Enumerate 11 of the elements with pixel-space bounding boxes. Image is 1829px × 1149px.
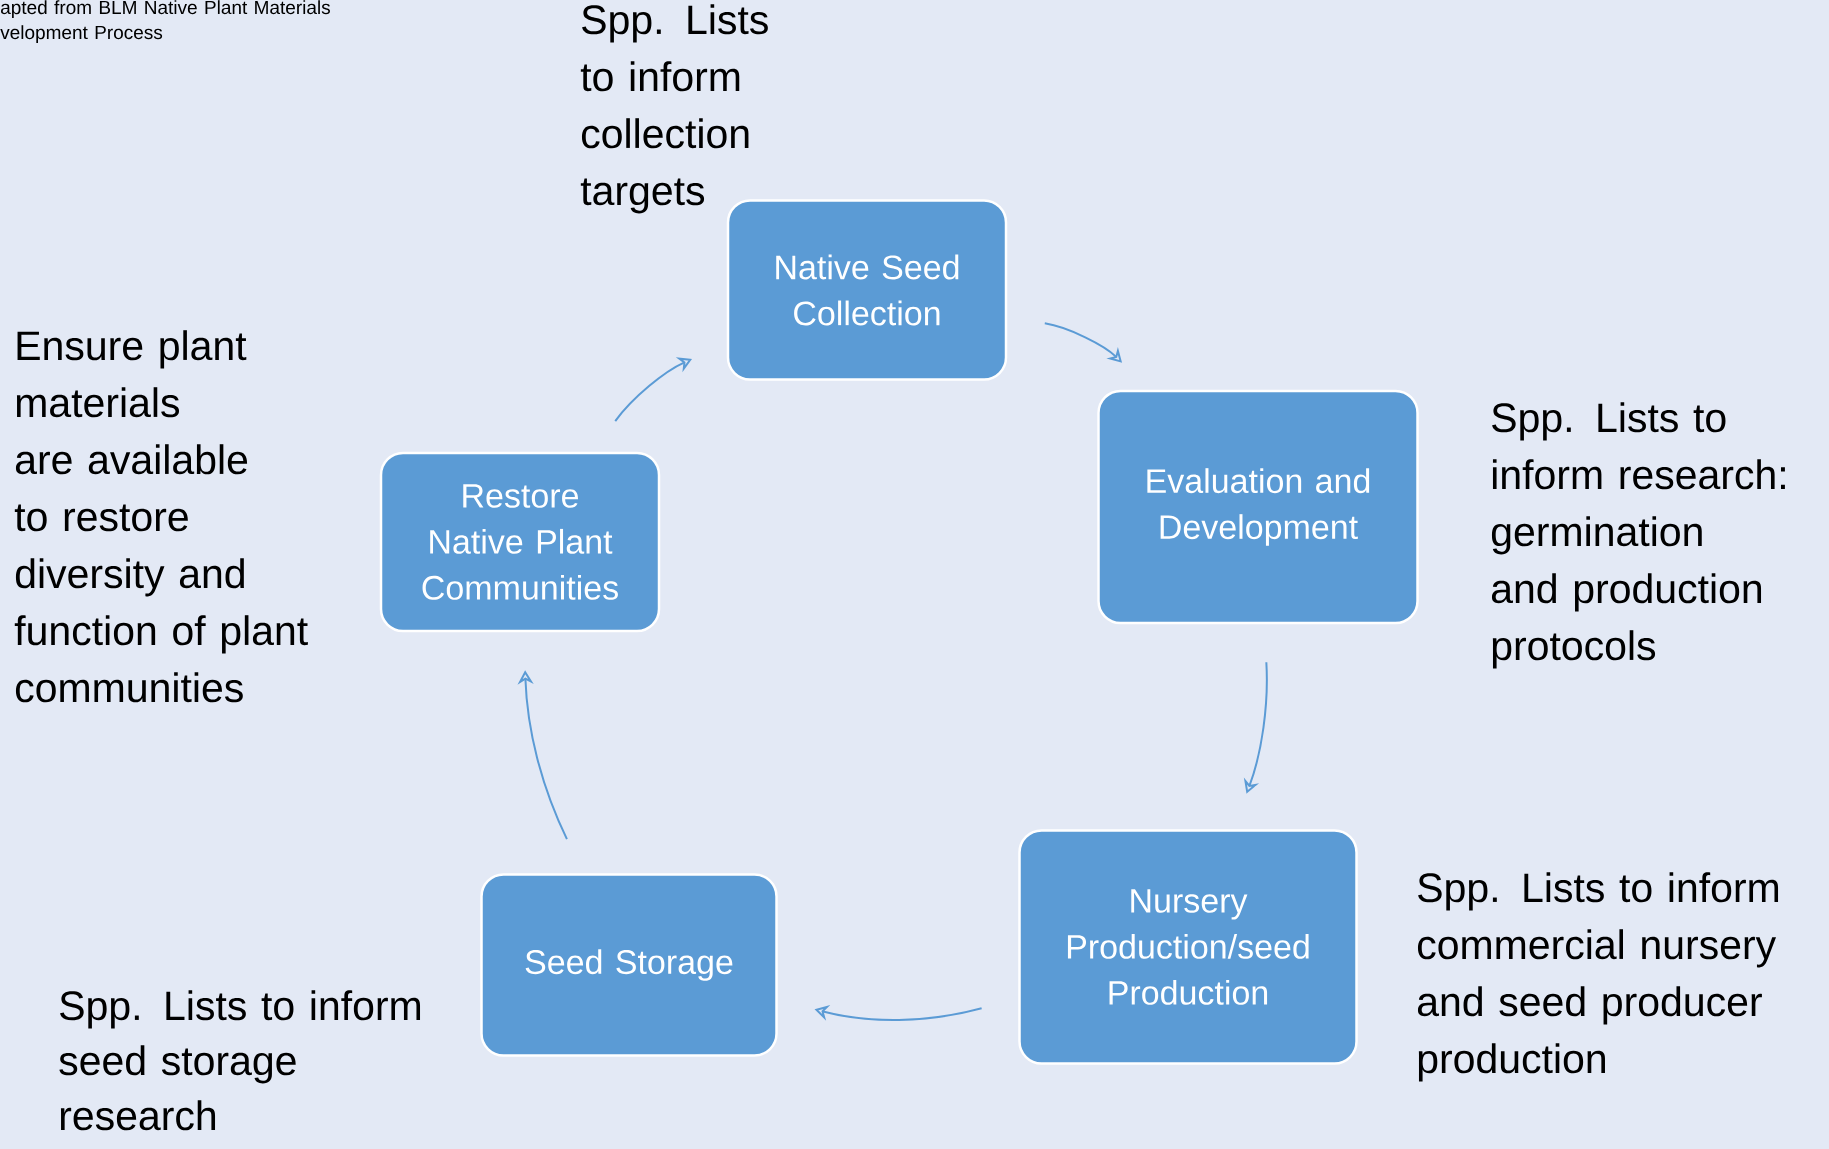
annotation-text: Spp. Lists to inform seed storage research (59, 990, 420, 1131)
source-note: apted from BLM Native Plant Materials velopment Process (0, 0, 330, 43)
annotation-text: Spp. Lists to inform research: germination and production protocols (1491, 402, 1785, 669)
process-box: Nursery Production/seed Production (1018, 829, 1358, 1065)
annotation-text: Spp. Lists to inform commercial nursery and seed producer production (1417, 872, 1779, 1082)
arrow (614, 357, 692, 423)
process-box: Seed Storage (480, 873, 778, 1057)
process-box: Native Seed Collection (726, 199, 1008, 381)
process-box: Evaluation and Development (1097, 389, 1419, 625)
process-box: Restore Native Plant Communities (379, 451, 661, 633)
annotation-text: Ensure plant materials are available to restore diversity and function of plant communities (14, 330, 308, 703)
